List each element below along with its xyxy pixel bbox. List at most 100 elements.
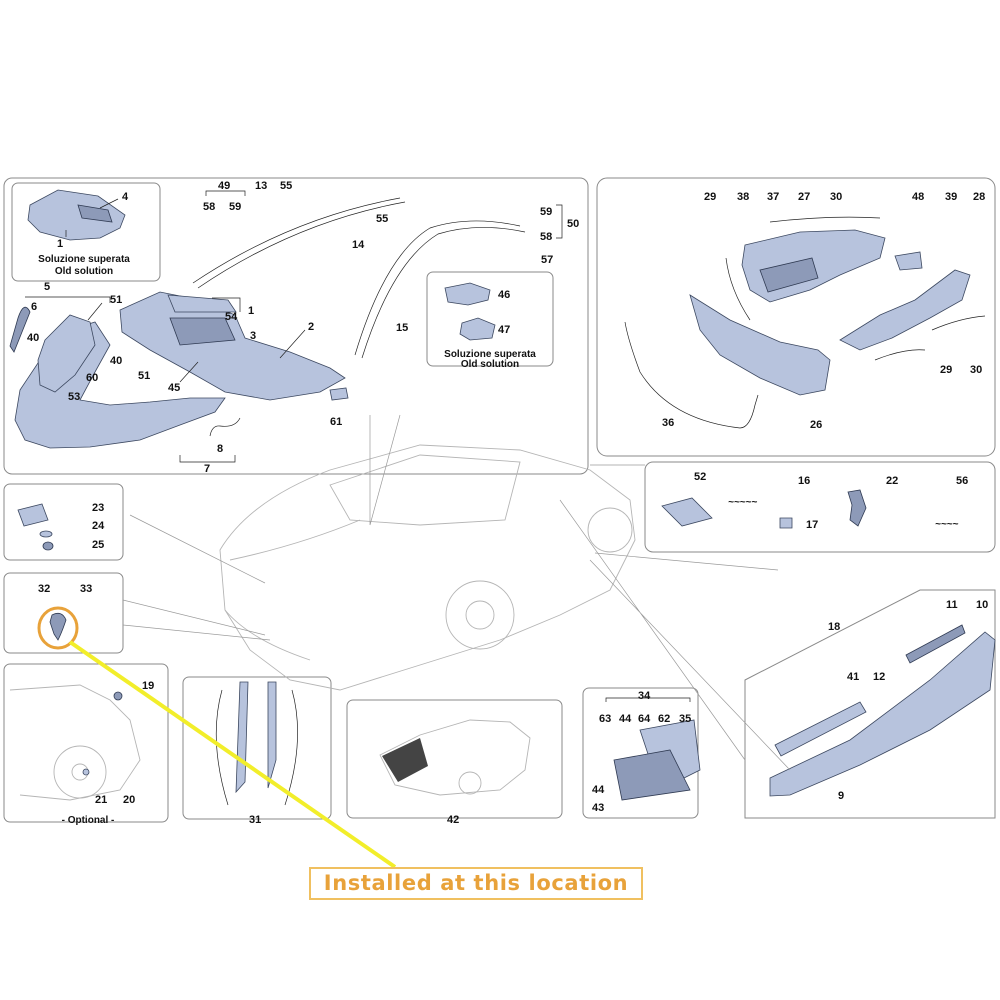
callout-line-emblem <box>122 599 271 641</box>
badge-emblem-16: ~~~~~ <box>728 497 757 508</box>
part-prancing-horse-32 <box>49 612 67 641</box>
part-panel-28 <box>839 269 971 351</box>
callout-7: 7 <box>204 463 210 475</box>
callout-34: 34 <box>638 690 651 702</box>
part-seal-30b <box>931 315 986 331</box>
callout-44: 44 <box>592 784 605 796</box>
callout-15: 15 <box>396 322 408 334</box>
callout-49: 49 <box>218 180 230 192</box>
callout-50: 50 <box>567 218 579 230</box>
part-washer-24 <box>39 530 53 538</box>
leader-n45 <box>179 361 199 383</box>
callout-59: 59 <box>229 201 241 213</box>
callout-55: 55 <box>280 180 292 192</box>
panel-badges <box>644 461 996 553</box>
callout-52: 52 <box>694 471 706 483</box>
part-stripe-31b <box>267 681 277 789</box>
part-bracket-old-solution <box>77 204 113 223</box>
part-strip-55 <box>361 227 526 359</box>
callout-17: 17 <box>806 519 818 531</box>
callout-38: 38 <box>737 191 749 203</box>
caption-old-solution-1-en: Old solution <box>55 266 113 277</box>
leader-n49 <box>205 190 246 196</box>
callout-26: 26 <box>810 419 822 431</box>
callout-60: 60 <box>86 372 98 384</box>
callout-29: 29 <box>940 364 952 376</box>
callout-16: 16 <box>798 475 810 487</box>
callout-4: 4 <box>122 191 129 203</box>
callout-line-windshield <box>369 414 401 526</box>
pointer-line <box>68 640 397 869</box>
car-windshield <box>329 454 521 526</box>
callout-62: 62 <box>658 713 670 725</box>
panel-stripes <box>182 676 332 820</box>
caption-old-solution-1-it: Soluzione superata <box>38 254 130 265</box>
callout-2: 2 <box>308 321 314 333</box>
part-bracket-46 <box>444 282 491 306</box>
callout-51: 51 <box>110 294 122 306</box>
callout-59: 59 <box>540 206 552 218</box>
car-front-hub <box>465 600 495 630</box>
part-clip-61 <box>329 387 349 401</box>
part-seal-36 <box>624 321 759 429</box>
part-side-panel-60 <box>37 314 96 393</box>
part-seal-6 <box>9 306 31 353</box>
callout-27: 27 <box>798 191 810 203</box>
callout-11: 11 <box>946 599 958 611</box>
callout-46: 46 <box>498 289 510 301</box>
caption-old-solution-2-en: Old solution <box>461 359 519 370</box>
callout-57: 57 <box>541 254 553 266</box>
callout-48: 48 <box>912 191 924 203</box>
leader-n2 <box>279 329 306 359</box>
part-trim-old-solution <box>27 189 126 241</box>
livery-wheel <box>458 771 482 795</box>
callout-20: 20 <box>123 794 135 806</box>
part-cable-8 <box>209 417 241 437</box>
callout-1: 1 <box>57 238 63 250</box>
callout-42: 42 <box>447 814 459 826</box>
callout-line-sill <box>559 499 791 771</box>
callout-47: 47 <box>498 324 510 336</box>
callout-41: 41 <box>847 671 859 683</box>
callout-58: 58 <box>203 201 215 213</box>
part-strip-14 <box>354 220 521 356</box>
panel-front-emblem <box>3 572 124 654</box>
leader-4 <box>99 198 119 209</box>
leader-n34 <box>605 697 691 702</box>
callout-63: 63 <box>599 713 611 725</box>
car-rear-wheel <box>587 507 633 553</box>
callout-12: 12 <box>873 671 885 683</box>
callout-line-badge <box>590 464 779 571</box>
callout-32: 32 <box>38 583 50 595</box>
part-strip-58 <box>192 197 401 284</box>
livery-hood <box>382 738 428 782</box>
part-sill-10 <box>769 631 996 797</box>
part-plate-23 <box>17 503 49 527</box>
callout-9: 9 <box>838 790 844 802</box>
callout-18: 18 <box>828 621 840 633</box>
part-screw-20 <box>82 768 90 776</box>
callout-40: 40 <box>27 332 39 344</box>
part-nut-25 <box>42 541 54 551</box>
callout-30: 30 <box>830 191 842 203</box>
callout-6: 6 <box>31 301 37 313</box>
leader-n5 <box>25 296 111 303</box>
part-horse-emblem-22 <box>847 489 867 527</box>
leader-n50 <box>556 204 563 239</box>
panel-engine-compartment <box>596 177 996 457</box>
part-tray-26 <box>689 294 831 396</box>
livery-car-body <box>379 719 531 796</box>
callout-31: 31 <box>249 814 261 826</box>
callout-28: 28 <box>973 191 985 203</box>
callout-45: 45 <box>168 382 180 394</box>
car-hood-line <box>229 519 361 561</box>
callout-44: 44 <box>619 713 632 725</box>
callout-21: 21 <box>95 794 107 806</box>
part-strip-11 <box>905 624 966 664</box>
wheel-rim <box>53 745 107 799</box>
caption-old-solution-2-it: Soluzione superata <box>444 349 536 360</box>
callout-24: 24 <box>92 520 105 532</box>
highlight-circle <box>37 606 79 650</box>
callout-23: 23 <box>92 502 104 514</box>
